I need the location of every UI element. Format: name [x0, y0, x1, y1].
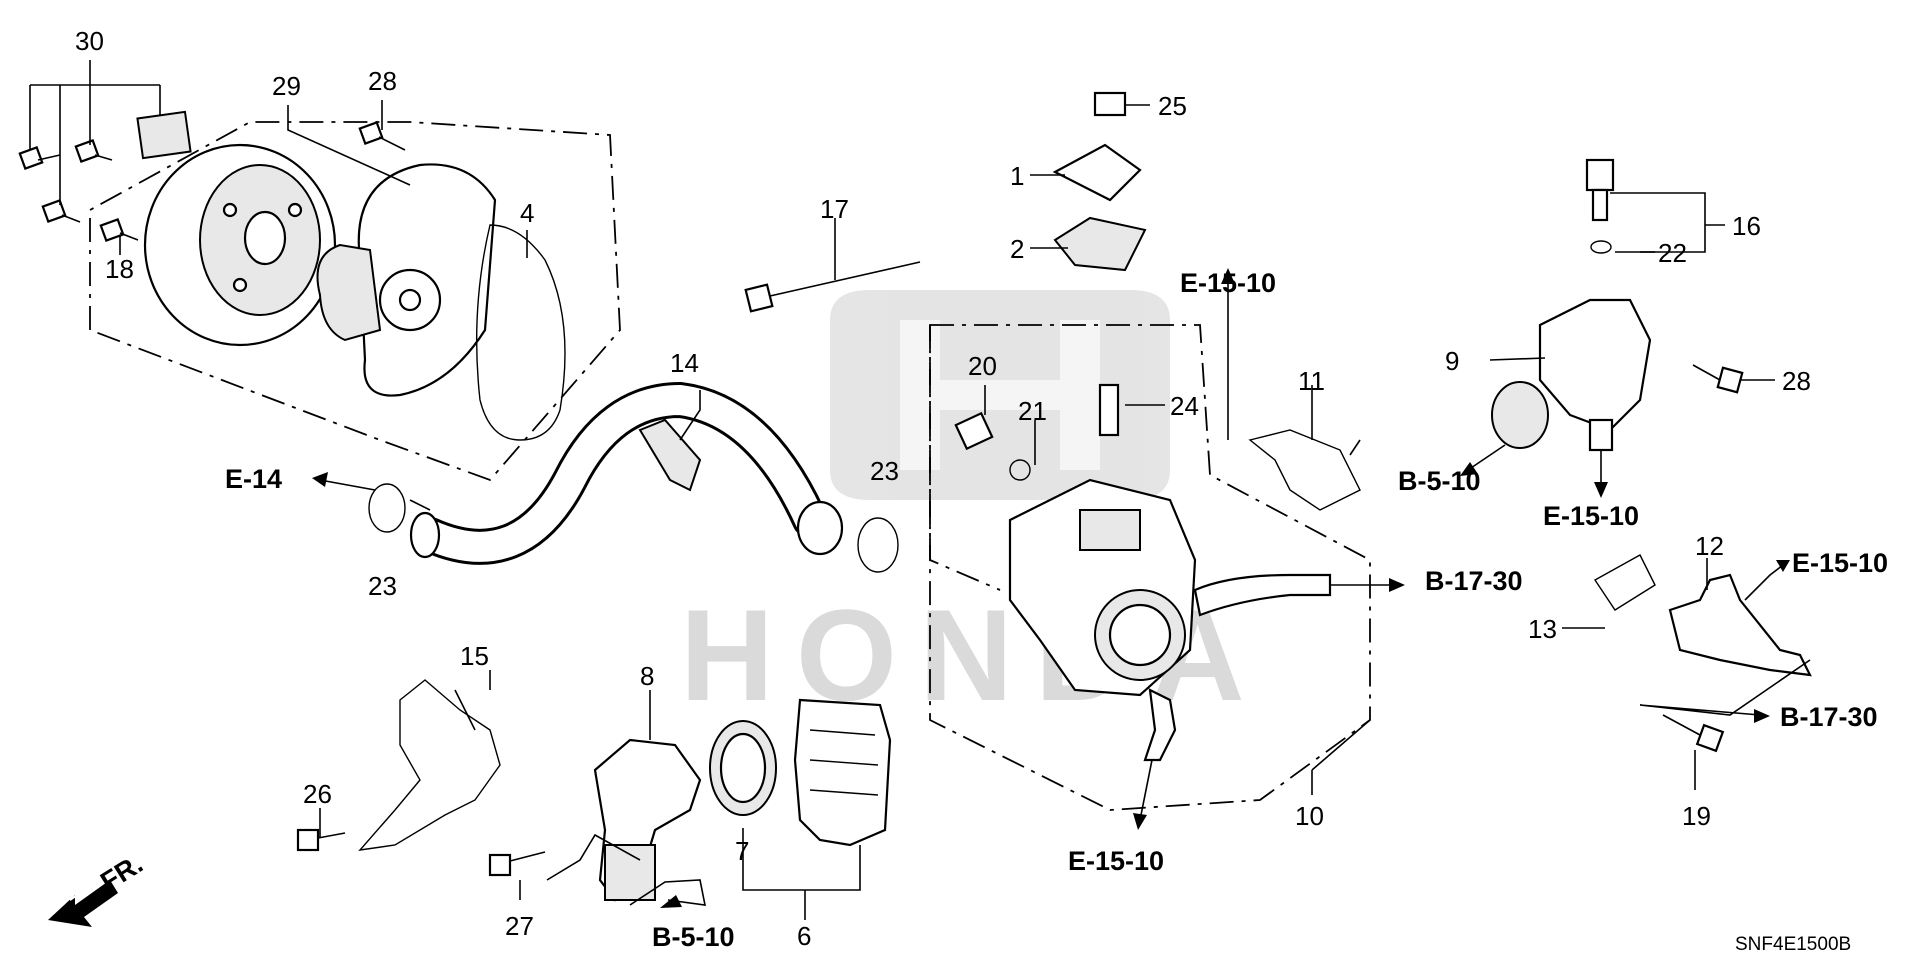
diagram-code: SNF4E1500B: [1735, 934, 1851, 955]
hose-end-left: [409, 511, 441, 559]
label-17: 17: [820, 194, 849, 224]
thermostat-seal-inner: [719, 732, 767, 804]
ref-e1510-far-right: E-15-10: [1792, 548, 1888, 578]
label-23a: 23: [368, 571, 397, 601]
bolt-19: [1662, 714, 1725, 753]
label-10: 10: [1295, 801, 1324, 831]
label-24: 24: [1170, 391, 1199, 421]
part-labels: 30 29 28 4 18 17 14 23 23 20 21 25 1 2 2…: [75, 26, 1811, 951]
bypass-pipe: [1593, 554, 1812, 677]
label-6: 6: [797, 921, 811, 951]
thermostat: [793, 698, 892, 847]
o-ring-right: [857, 517, 899, 573]
ref-b1730-upper: B-17-30: [1425, 566, 1523, 596]
label-18: 18: [105, 254, 134, 284]
label-20: 20: [968, 351, 997, 381]
label-9: 9: [1445, 346, 1459, 376]
ref-b1730-lower: B-17-30: [1780, 702, 1878, 732]
long-bolt: [744, 261, 921, 313]
bolt-27: [488, 851, 546, 877]
label-25: 25: [1158, 91, 1187, 121]
label-13: 13: [1528, 614, 1557, 644]
bracket-gasket: [358, 679, 501, 851]
label-15: 15: [460, 641, 489, 671]
label-30: 30: [75, 26, 104, 56]
thermostat-housing: [1008, 478, 1332, 762]
ref-b510-right: B-5-10: [1398, 466, 1481, 496]
hose-end-right: [796, 500, 844, 556]
label-7: 7: [735, 836, 749, 866]
temp-sensor: [1585, 158, 1615, 254]
water-inlet: [593, 738, 702, 902]
label-21: 21: [1018, 396, 1047, 426]
label-2: 2: [1010, 234, 1024, 264]
water-pump-body: [316, 163, 497, 397]
label-27: 27: [505, 911, 534, 941]
label-14: 14: [670, 348, 699, 378]
label-12: 12: [1695, 531, 1724, 561]
water-outlet: [1491, 298, 1652, 452]
ref-b510-bottom: B-5-10: [652, 922, 735, 952]
front-direction-indicator: FR.: [48, 849, 148, 927]
ref-e1510-top: E-15-10: [1180, 268, 1276, 298]
label-4: 4: [520, 198, 534, 228]
leader-lines: [29, 60, 1775, 920]
ref-e14: E-14: [225, 464, 282, 494]
bolt-28-right: [1692, 364, 1744, 394]
pump-gasket: [475, 224, 566, 441]
ref-e1510-bottom: E-15-10: [1068, 846, 1164, 876]
label-28a: 28: [368, 66, 397, 96]
housing-fittings: [954, 91, 1147, 481]
hose-bracket: [638, 418, 702, 492]
label-29: 29: [272, 71, 301, 101]
pump-pulley: [143, 143, 337, 347]
label-1: 1: [1010, 161, 1024, 191]
label-plate: [136, 110, 192, 160]
o-ring-left: [368, 483, 406, 533]
label-8: 8: [640, 661, 654, 691]
thermostat-group-outline: [929, 325, 1001, 591]
label-28b: 28: [1782, 366, 1811, 396]
label-19: 19: [1682, 801, 1711, 831]
coolant-hose-inner: [415, 384, 825, 562]
label-11: 11: [1298, 366, 1325, 396]
ref-e1510-right: E-15-10: [1543, 501, 1639, 531]
pump-bolts: [18, 120, 406, 243]
label-22: 22: [1658, 238, 1687, 268]
label-16: 16: [1732, 211, 1761, 241]
label-23b: 23: [870, 456, 899, 486]
reference-labels: E-14 E-15-10 B-5-10 E-15-10 E-15-10 B-17…: [225, 268, 1888, 952]
label-26: 26: [303, 779, 332, 809]
water-pump-group-outline: [89, 121, 621, 482]
housing-gasket: [1248, 429, 1361, 511]
reference-arrows: [312, 268, 1811, 908]
bolt-26: [296, 828, 346, 852]
